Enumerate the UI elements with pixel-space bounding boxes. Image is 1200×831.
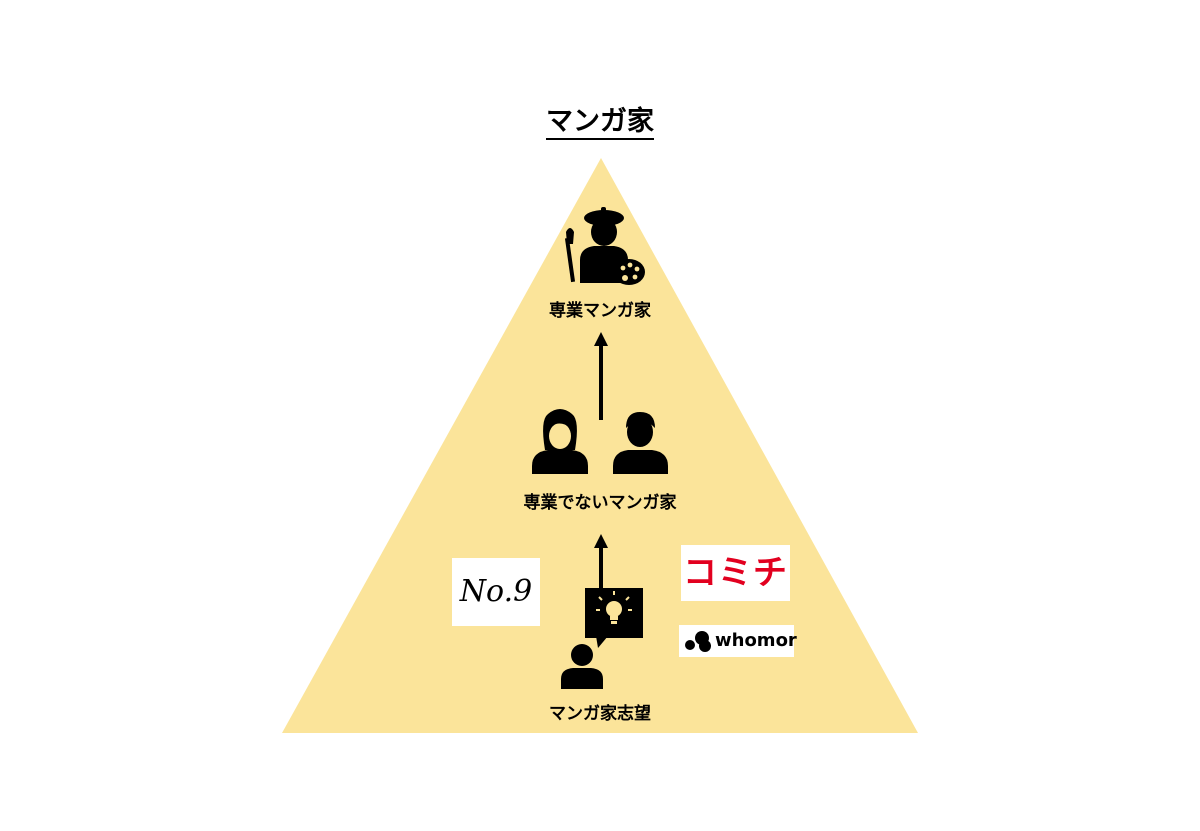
whomor-logo-mark-icon (685, 631, 711, 652)
tier-label-professional: 専業マンガ家 (549, 301, 651, 321)
page-title-text: マンガ家 (546, 106, 654, 140)
idea-bulb-icon (585, 588, 643, 648)
up-arrow-icon (594, 534, 608, 590)
page-title: マンガ家 (0, 104, 1200, 140)
woman-person-icon (532, 409, 588, 474)
painter-icon (564, 207, 645, 285)
up-arrow-icon (594, 332, 608, 420)
whomor-logo-text: whomor (715, 630, 797, 651)
man-person-icon (613, 412, 668, 474)
comichi-logo: コミチ (681, 545, 790, 601)
no9-logo: No.9 (452, 558, 540, 626)
person-icon (561, 644, 603, 689)
no9-logo-text: No.9 (459, 574, 533, 609)
tier-label-aspiring: マンガ家志望 (549, 704, 651, 724)
whomor-logo: whomor (679, 625, 797, 657)
tier-label-non-professional: 専業でないマンガ家 (523, 493, 677, 513)
comichi-logo-text: コミチ (683, 553, 788, 593)
